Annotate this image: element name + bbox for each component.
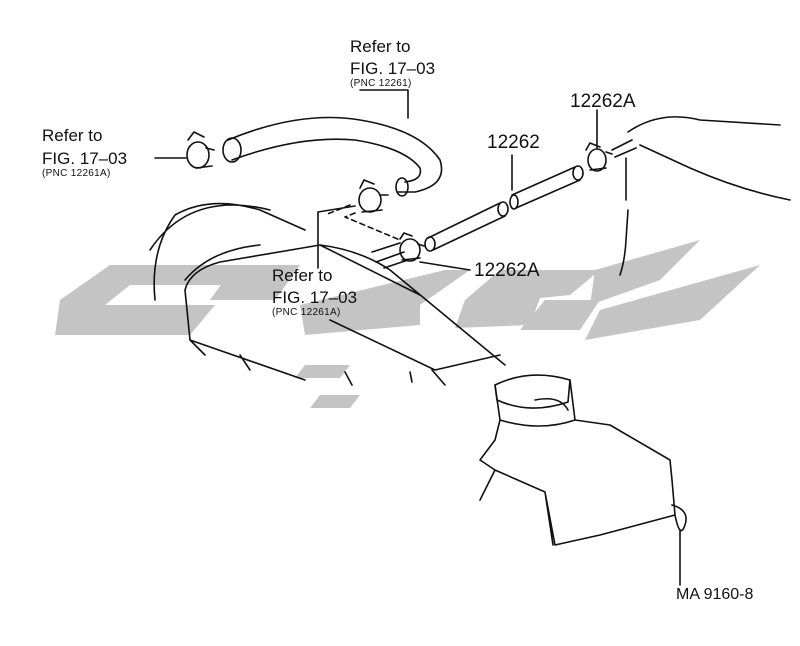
leader-12262a-mid [419,261,471,271]
clamp-12262a-mid [399,232,425,262]
leader-mid [317,205,356,269]
right-fitting [611,116,791,276]
part-hose-12262-label: 12262 [487,132,540,153]
part-clamp-top-label: 12262A [570,91,636,112]
upper-hose [227,116,443,193]
part-clamp-mid-label: 12262A [474,260,540,281]
reservoir-tank [479,374,687,586]
hose-12262-lower [427,202,506,251]
upper-hose-lower-end [395,177,409,197]
hose-12262-upper [511,166,581,209]
upper-hose-end [222,137,242,163]
mid-fig-label: FIG. 17–03 [272,288,358,307]
drum-housing [149,202,306,301]
filler-neck [494,379,571,409]
guide-dashed [324,204,401,241]
watermark-logo [55,240,760,408]
mid-refer-label: Refer to [272,266,333,285]
mid-pnc-label: (PNC 12261A) [272,307,341,318]
top-pnc-label: (PNC 12261) [350,78,412,89]
middle-hose-clamp [358,179,389,213]
top-fig-label: FIG. 17–03 [350,59,436,78]
engine-block [184,244,506,386]
left-fig-label: FIG. 17–03 [42,149,128,168]
pipe-stub [371,242,409,269]
top-refer-label: Refer to [350,37,411,56]
document-id: MA 9160-8 [676,586,754,603]
left-refer-label: Refer to [42,126,103,145]
left-pnc-label: (PNC 12261A) [42,168,111,179]
leader-top [359,89,409,119]
clamp-12262a-top [585,142,613,172]
left-hose-clamp [186,131,215,169]
line-art [149,89,791,586]
